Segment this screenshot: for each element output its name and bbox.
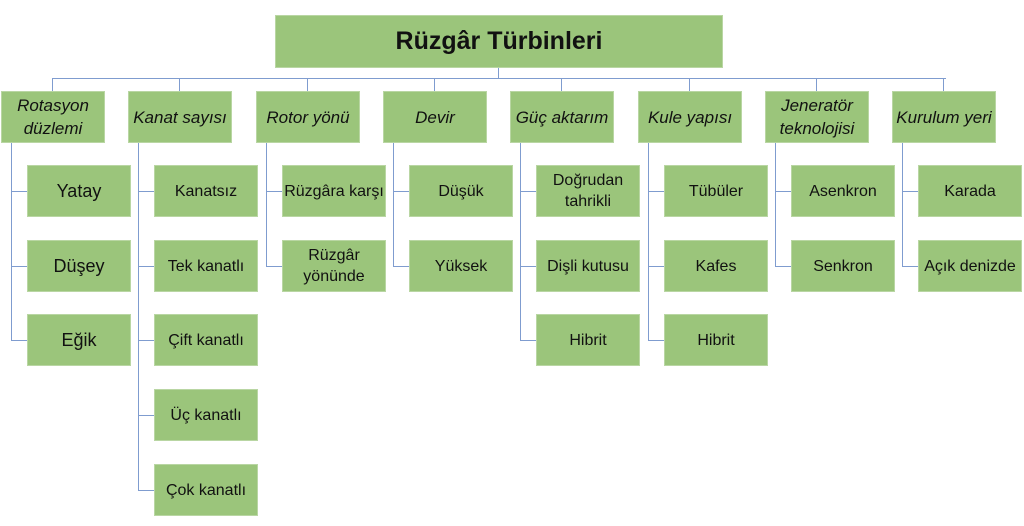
- category-node: Rotasyon düzlemi: [1, 91, 105, 143]
- connector-line: [775, 191, 791, 192]
- connector-line: [689, 78, 690, 91]
- leaf-node: Dişli kutusu: [536, 240, 640, 292]
- leaf-node: Tek kanatlı: [154, 240, 258, 292]
- connector-line: [775, 143, 776, 266]
- connector-line: [11, 191, 27, 192]
- connector-line: [520, 266, 536, 267]
- leaf-node: Yatay: [27, 165, 131, 217]
- category-node: Rotor yönü: [256, 91, 360, 143]
- leaf-node: Hibrit: [536, 314, 640, 366]
- connector-line: [775, 266, 791, 267]
- connector-line: [266, 191, 282, 192]
- connector-line: [11, 266, 27, 267]
- connector-line: [393, 191, 409, 192]
- category-node: Güç aktarım: [510, 91, 614, 143]
- leaf-node: Düşey: [27, 240, 131, 292]
- connector-line: [138, 415, 154, 416]
- connector-line: [520, 143, 521, 340]
- connector-line: [138, 490, 154, 491]
- connector-line: [648, 143, 649, 340]
- connector-line: [648, 191, 664, 192]
- connector-line: [648, 266, 664, 267]
- connector-line: [307, 78, 308, 91]
- leaf-node: Çift kanatlı: [154, 314, 258, 366]
- leaf-node: Hibrit: [664, 314, 768, 366]
- connector-line: [138, 266, 154, 267]
- leaf-node: Üç kanatlı: [154, 389, 258, 441]
- connector-line: [434, 78, 435, 91]
- connector-line: [943, 78, 944, 91]
- connector-line: [393, 143, 394, 266]
- connector-line: [266, 143, 267, 266]
- connector-line: [138, 143, 139, 490]
- connector-line: [393, 266, 409, 267]
- connector-line: [11, 143, 12, 340]
- connector-line: [179, 78, 180, 91]
- leaf-node: Düşük: [409, 165, 513, 217]
- leaf-node: Rüzgâr yönünde: [282, 240, 386, 292]
- root-node: Rüzgâr Türbinleri: [275, 15, 723, 68]
- leaf-node: Rüzgâra karşı: [282, 165, 386, 217]
- connector-line: [11, 340, 27, 341]
- connector-line: [498, 68, 499, 78]
- connector-line: [266, 266, 282, 267]
- leaf-node: Açık denizde: [918, 240, 1022, 292]
- leaf-node: Tübüler: [664, 165, 768, 217]
- connector-line: [138, 340, 154, 341]
- connector-line: [648, 340, 664, 341]
- leaf-node: Eğik: [27, 314, 131, 366]
- leaf-node: Karada: [918, 165, 1022, 217]
- connector-line: [561, 78, 562, 91]
- leaf-node: Yüksek: [409, 240, 513, 292]
- leaf-node: Senkron: [791, 240, 895, 292]
- leaf-node: Kanatsız: [154, 165, 258, 217]
- connector-line: [902, 191, 918, 192]
- connector-line: [138, 191, 154, 192]
- category-node: Devir: [383, 91, 487, 143]
- category-node: Kule yapısı: [638, 91, 742, 143]
- category-node: Kanat sayısı: [128, 91, 232, 143]
- category-node: Jeneratör teknolojisi: [765, 91, 869, 143]
- connector-line: [902, 143, 903, 266]
- leaf-node: Asenkron: [791, 165, 895, 217]
- leaf-node: Çok kanatlı: [154, 464, 258, 516]
- connector-line: [902, 266, 918, 267]
- connector-line: [520, 340, 536, 341]
- connector-line: [816, 78, 817, 91]
- category-node: Kurulum yeri: [892, 91, 996, 143]
- leaf-node: Kafes: [664, 240, 768, 292]
- connector-line: [52, 78, 53, 91]
- connector-line: [52, 78, 946, 79]
- leaf-node: Doğrudan tahrikli: [536, 165, 640, 217]
- connector-line: [520, 191, 536, 192]
